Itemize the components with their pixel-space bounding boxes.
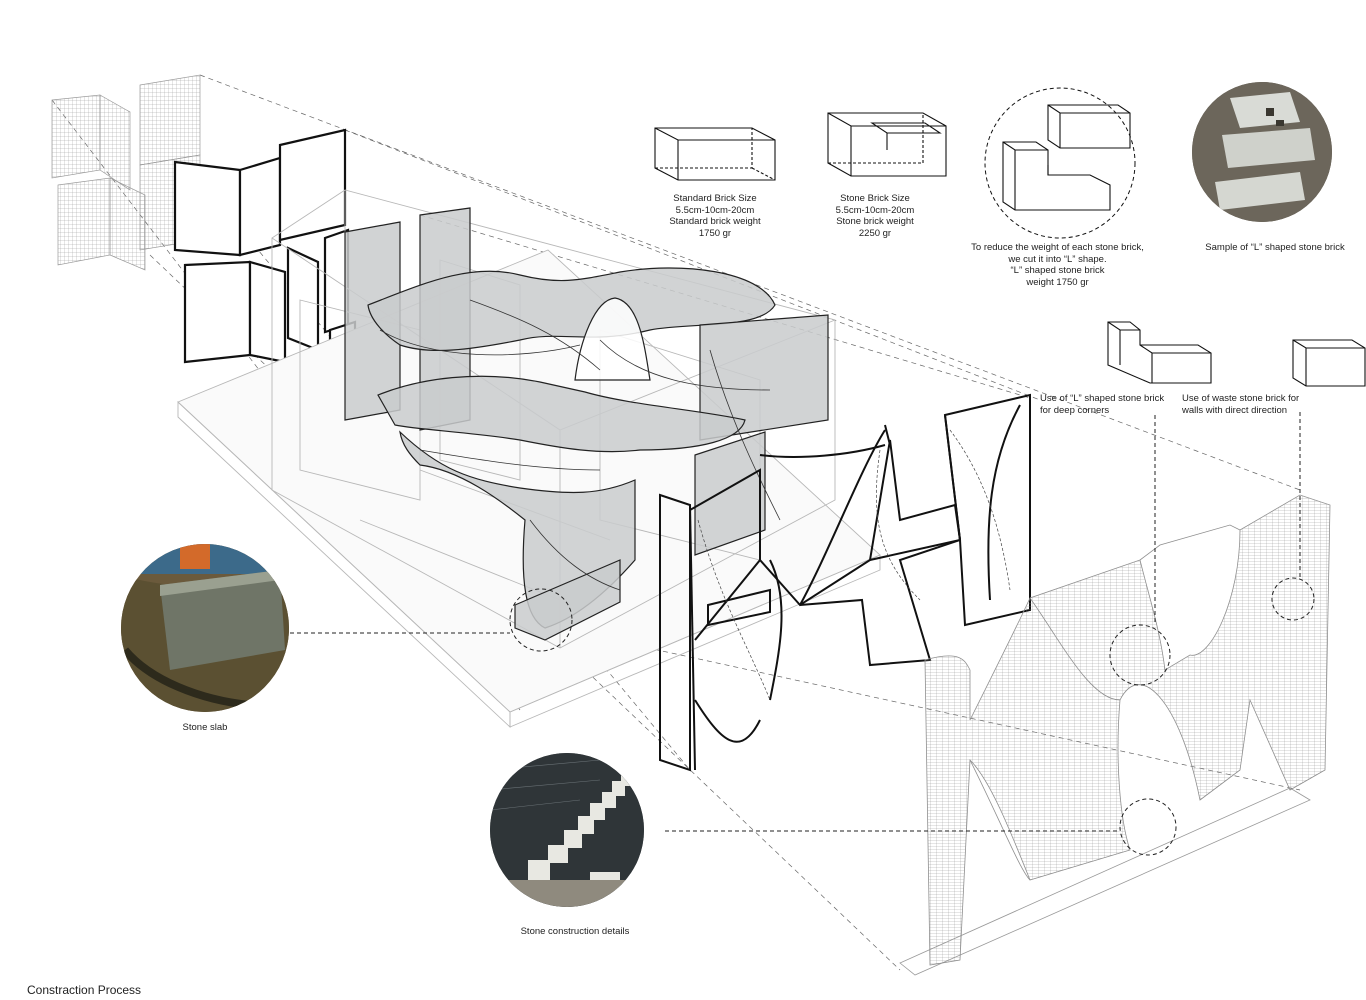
brick-wall-model: [899, 494, 1331, 976]
sample-l-brick-caption: Sample of “L” shaped stone brick: [1195, 242, 1355, 254]
exploded-wall-dashes: [697, 429, 1011, 701]
l-brick-cut-drawing: [984, 87, 1136, 239]
exploded-wall-frames: [659, 393, 1031, 772]
caption-line: Stone brick weight: [836, 216, 914, 227]
stone-slab-caption: Stone slab: [155, 722, 255, 734]
caption-line: Stone slab: [182, 722, 228, 733]
waste-brick-drawing: [1292, 339, 1366, 387]
use-waste-brick-caption: Use of waste stone brick for walls with …: [1182, 393, 1332, 416]
stone-construction-photo: [490, 753, 644, 907]
l-shape-reason-caption: To reduce the weight of each stone brick…: [960, 242, 1155, 288]
caption-line: Use of “L” shaped stone brick: [1040, 393, 1165, 404]
caption-line: To reduce the weight of each stone brick…: [971, 242, 1144, 253]
caption-line: 5.5cm-10cm-20cm: [835, 204, 915, 216]
stone-brick-drawing: [827, 112, 947, 177]
caption-line: 1750 gr: [698, 227, 732, 239]
caption-line: Standard Brick Size: [673, 193, 757, 204]
caption-line: Stone Brick Size: [840, 193, 910, 204]
page-title: Constraction Process: [27, 983, 142, 997]
stone-slab-photo: [121, 544, 289, 712]
shell-curves: [379, 299, 781, 591]
shaded-shell: [344, 207, 829, 641]
detail-callouts: [290, 412, 1315, 856]
caption-line: Use of waste stone brick for: [1182, 393, 1300, 404]
use-l-brick-caption: Use of “L” shaped stone brick for deep c…: [1040, 393, 1170, 416]
caption-line: Standard brick weight: [669, 216, 761, 227]
caption-line: walls with direct direction: [1182, 404, 1288, 416]
standard-brick-drawing: [654, 127, 776, 181]
caption-line: 5.5cm-10cm-20cm: [675, 204, 755, 216]
standard-brick-caption: Standard Brick Size 5.5cm-10cm-20cm Stan…: [650, 193, 780, 239]
caption-line: “L” shaped stone brick: [1010, 265, 1105, 276]
caption-line: Stone construction details: [520, 926, 630, 937]
l-brick-sample-photo: [1192, 82, 1332, 222]
caption-line: we cut it into “L” shape.: [1008, 253, 1107, 265]
stone-brick-caption: Stone Brick Size 5.5cm-10cm-20cm Stone b…: [815, 193, 935, 239]
caption-line: weight 1750 gr: [1026, 276, 1089, 288]
caption-line: for deep corners: [1040, 404, 1110, 416]
stone-construction-caption: Stone construction details: [500, 926, 650, 938]
caption-line: Sample of “L” shaped stone brick: [1205, 242, 1345, 253]
caption-line: 2250 gr: [858, 227, 892, 239]
l-brick-drawing: [1107, 321, 1212, 384]
